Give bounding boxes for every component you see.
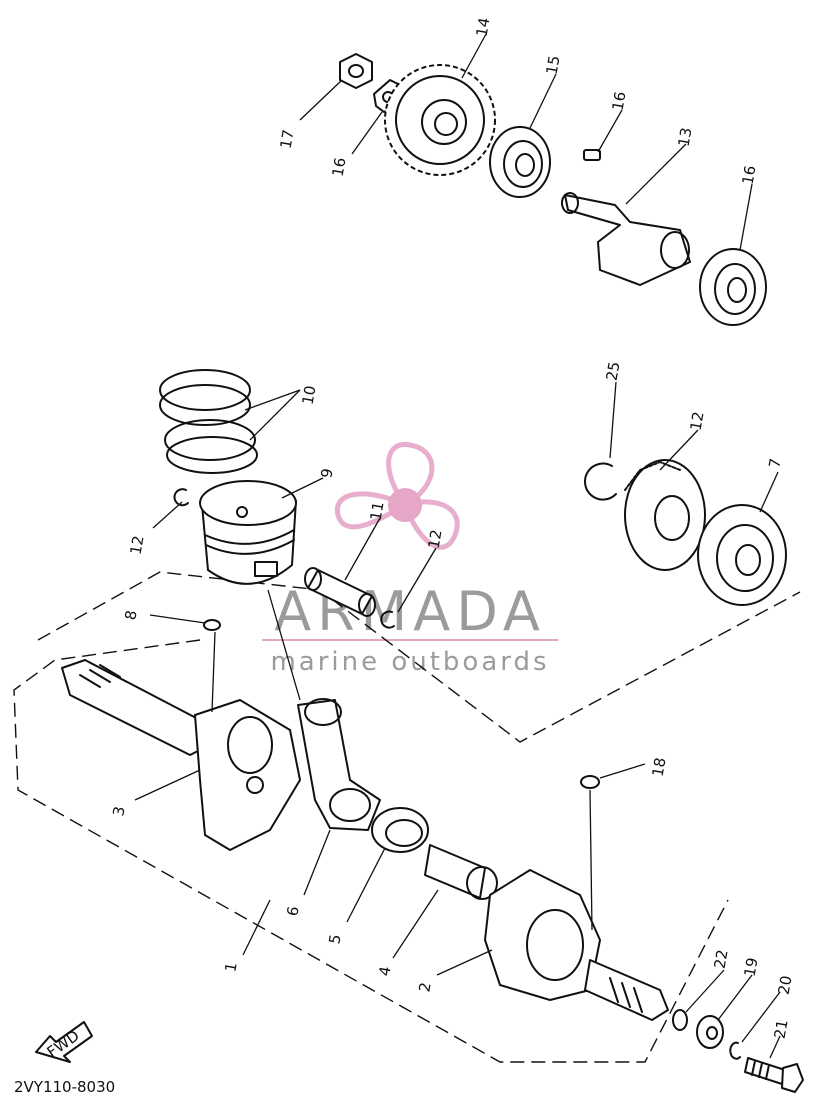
callout-25: 25 — [603, 360, 624, 382]
callout-11: 11 — [367, 500, 388, 522]
callout-3: 3 — [109, 805, 128, 818]
callout-16-lower: 16 — [739, 164, 760, 186]
part-4-crank-pin — [424, 844, 498, 900]
callout-12-left: 12 — [127, 534, 148, 556]
watermark-tagline: marine outboards — [270, 647, 549, 677]
callout-4: 4 — [375, 965, 394, 978]
callout-24: 22 — [711, 948, 732, 970]
part-16-bearing-lower — [699, 248, 767, 326]
part-14-gear — [384, 64, 496, 176]
part-9-piston — [199, 480, 297, 585]
callout-1: 1 — [221, 961, 240, 974]
callout-15: 13 — [675, 126, 696, 148]
part-17-key — [583, 149, 601, 161]
callout-12-right: 12 — [425, 528, 446, 550]
part-11-piston-pin — [304, 567, 376, 617]
part-8-key — [203, 619, 221, 631]
part-15-balancer-shaft — [561, 192, 691, 286]
callout-2: 2 — [415, 981, 434, 994]
callout-17: 16 — [609, 90, 630, 112]
part-12-clip-left — [173, 488, 189, 507]
part-7-bearing — [697, 504, 787, 606]
callout-9: 9 — [317, 467, 336, 480]
propeller-hub-icon — [388, 488, 422, 522]
callout-20: 18 — [649, 756, 670, 778]
part-2-crank-right — [484, 869, 669, 1021]
watermark: ARMADA marine outboards — [262, 442, 558, 677]
part-13-gear — [624, 459, 706, 571]
callout-19: 17 — [277, 128, 298, 150]
callout-7: 7 — [765, 457, 784, 470]
part-25-circlip — [583, 462, 617, 501]
part-16-bearing-upper — [489, 126, 551, 198]
callout-13: 12 — [687, 410, 708, 432]
callout-10: 10 — [299, 384, 320, 406]
drawing-code: 2VY110-8030 — [14, 1078, 115, 1096]
part-3-crank-left — [61, 659, 301, 851]
callout-18: 16 — [329, 156, 350, 178]
fwd-arrow: FWD — [35, 1021, 93, 1063]
part-22-spring-washer — [729, 1041, 741, 1060]
part-20-key — [580, 775, 600, 789]
part-19-nut — [339, 53, 373, 89]
crankshaft-lower-boundary — [13, 639, 729, 1063]
callout-16-upper: 15 — [543, 54, 564, 76]
part-6-connecting-rod — [297, 698, 381, 831]
callout-22: 20 — [775, 974, 796, 996]
callout-23: 21 — [771, 1018, 792, 1040]
callout-8: 8 — [121, 609, 140, 622]
callout-21: 19 — [741, 956, 762, 978]
callout-5: 5 — [325, 933, 344, 946]
callouts: 14 15 16 13 16 17 16 10 9 11 12 12 12 25… — [109, 16, 795, 1040]
part-12-clip-right — [380, 610, 395, 629]
leader-lines — [134, 33, 781, 1059]
part-23-bolt — [744, 1057, 804, 1093]
callout-14: 14 — [473, 16, 494, 38]
part-21-washer — [696, 1015, 724, 1049]
part-5-needle-bearing — [371, 807, 429, 853]
callout-6: 6 — [283, 905, 302, 918]
part-10-piston-rings — [159, 369, 258, 474]
part-24-o-ring — [672, 1009, 688, 1031]
